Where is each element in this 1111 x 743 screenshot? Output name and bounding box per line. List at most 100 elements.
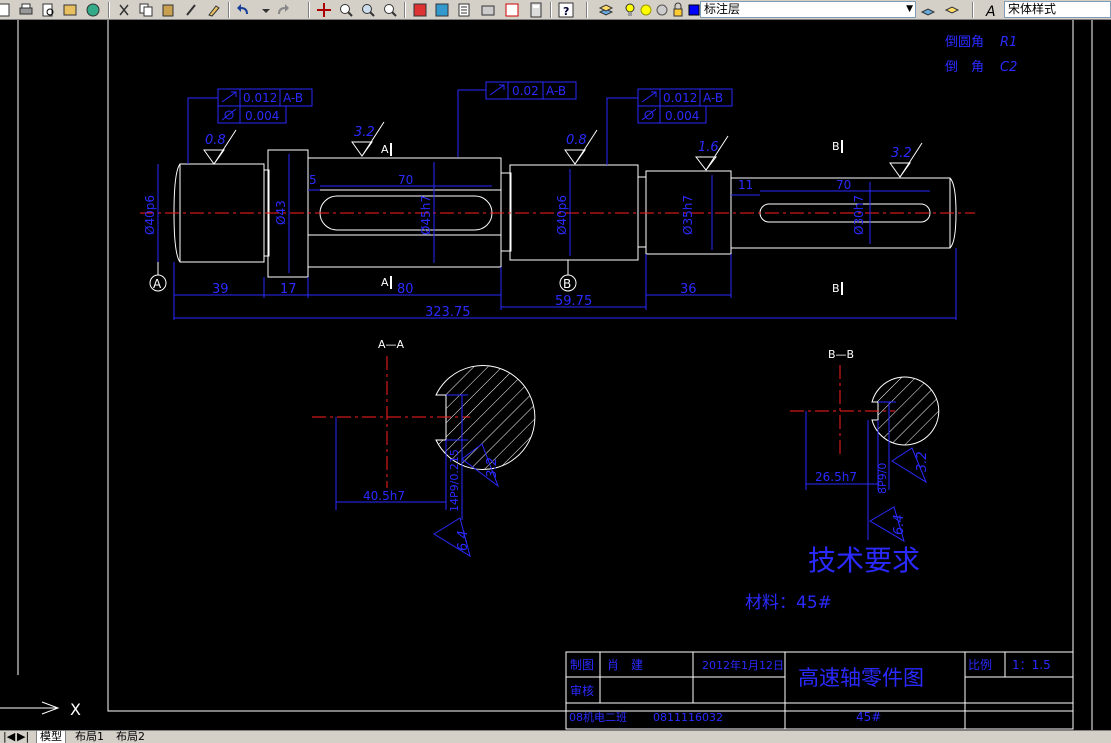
roughness-r5: 3.2 [891,146,912,161]
tool-palette-icon[interactable] [456,2,472,18]
tab-scroll-next[interactable]: ▶| [17,730,30,743]
length-total: 323.75 [425,305,471,320]
undo-icon[interactable] [236,2,252,18]
calculator-icon[interactable] [528,2,544,18]
redo-icon[interactable] [274,2,290,18]
chevron-down-icon: ▼ [906,4,913,14]
zoom-realtime-icon[interactable] [338,2,354,18]
tb-scale-value: 1：1.5 [1012,658,1051,672]
tab-model[interactable]: 模型 [36,731,66,743]
lock-icon [670,2,686,18]
copy-icon[interactable] [138,2,154,18]
diameter-d1: Ø40p6 [143,195,157,235]
tol3-runout: 0.012 [663,91,697,105]
drawing-svg[interactable]: 倒圆角 R1 倒 角 C2 Ø40p6 Ø43 Ø45h7 Ø40p [0,20,1111,730]
globe-icon[interactable] [85,2,101,18]
sun-icon [638,2,654,18]
tab-scroll-first[interactable]: |◀ [3,730,16,743]
tolerance-frames [187,81,733,165]
tb-class: 08机电二班 [569,710,627,724]
section-b-title: B—B [828,348,854,361]
layer-combo[interactable]: 标注层 ▼ [700,1,916,18]
diameter-labels: Ø40p6 Ø43 Ø45h7 Ø40p6 Ø35h7 Ø30h7 [143,195,866,235]
drawing-canvas[interactable]: 倒圆角 R1 倒 角 C2 Ø40p6 Ø43 Ø45h7 Ø40p [0,20,1111,730]
zoom-previous-icon[interactable] [382,2,398,18]
fillet-value: R1 [1000,35,1017,50]
diameter-d2: Ø43 [274,200,288,225]
tech-requirements-title: 技术要求 [808,544,920,577]
sheet-set-icon[interactable] [480,2,496,18]
paintbrush-icon[interactable] [206,2,222,18]
diameter-d6: Ø30h7 [852,195,866,235]
tolerance-values: 0.012 A-B 0.004 0.02 A-B 0.012 A-B 0.004 [243,84,723,123]
tol2-runout: 0.02 [512,84,539,98]
section-b-key: 8P9/0 [876,463,889,494]
roughness-symbols [203,121,923,178]
length-dimension-lines [173,248,957,320]
layer-previous-icon[interactable] [944,2,960,18]
length-l4: 59.75 [555,294,592,309]
paste-icon[interactable] [160,2,176,18]
design-center-icon[interactable] [434,2,450,18]
properties-icon[interactable] [412,2,428,18]
tb-drawer: 肖 建 [607,658,643,672]
tb-title: 高速轴零件图 [798,666,924,690]
layer-manager-icon[interactable] [598,2,614,18]
svg-text:A: A [985,4,996,18]
key1-length: 70 [398,173,413,187]
zoom-window-icon[interactable] [360,2,376,18]
section-a-key: 14P9/0.215 [448,449,461,512]
markup-icon[interactable] [504,2,520,18]
tab-layout2[interactable]: 布局2 [116,730,145,743]
pan-icon[interactable] [316,2,332,18]
undo-dropdown-icon[interactable] [258,2,274,18]
tol2-ref: A-B [546,84,566,98]
section-b-width: 26.5h7 [815,470,857,484]
text-style-combo[interactable]: 宋体样式 [1004,1,1111,18]
diameter-d3: Ø45h7 [419,195,433,235]
chamfer-value: C2 [1000,60,1017,75]
roughness-r4: 1.6 [698,140,719,155]
tb-check-label: 审核 [570,683,594,698]
layer-combo-value: 标注层 [704,2,741,16]
tol3-ref: A-B [703,91,723,105]
fillet-label: 倒圆角 [945,35,984,50]
section-b-rough-top: 3.2 [915,451,930,472]
tol3-cyl: 0.004 [665,109,699,123]
section-mark-a-bottom: A [381,276,389,289]
key2-offset: 11 [738,178,753,192]
tb-drawn-label: 制图 [570,658,594,672]
datum-a: A [153,277,162,291]
svg-text:?: ? [563,5,569,18]
keyway-dimension-lines [308,185,930,196]
print-icon[interactable] [18,2,34,18]
key1-offset: 5 [309,173,317,187]
section-a-title: A—A [378,338,405,351]
length-l5: 36 [680,282,697,297]
key2-length: 70 [836,178,851,192]
layout-tabs: |◀ ▶| 模型 布局1 布局2 [0,730,1111,743]
make-current-layer-icon[interactable] [920,2,936,18]
cut-icon[interactable] [116,2,132,18]
length-l2: 17 [280,282,297,297]
section-a-view: A—A 40.5h7 14P9/0.215 3.2 6.4 [312,338,536,558]
layer-color-icon [686,2,702,18]
publish-icon[interactable] [62,2,78,18]
length-l3: 80 [397,282,414,297]
text-style-icon[interactable]: A [984,2,1000,18]
section-b-rough-bottom: 6.4 [892,514,907,535]
print-preview-icon[interactable] [40,2,56,18]
tol1-cyl: 0.004 [245,109,279,123]
material-note: 材料：45# [745,593,832,613]
tolerance-symbols [221,84,657,121]
help-icon[interactable]: ? [558,2,574,18]
new-icon[interactable] [0,2,12,18]
match-properties-icon[interactable] [184,2,200,18]
text-style-value: 宋体样式 [1008,2,1057,16]
tab-layout1[interactable]: 布局1 [75,730,104,743]
keyway-labels: 70 5 70 11 [309,173,851,192]
section-a-width: 40.5h7 [363,489,405,503]
section-a-rough-top: 3.2 [485,457,500,478]
length-l1: 39 [212,282,229,297]
tb-material: 45# [856,710,881,724]
